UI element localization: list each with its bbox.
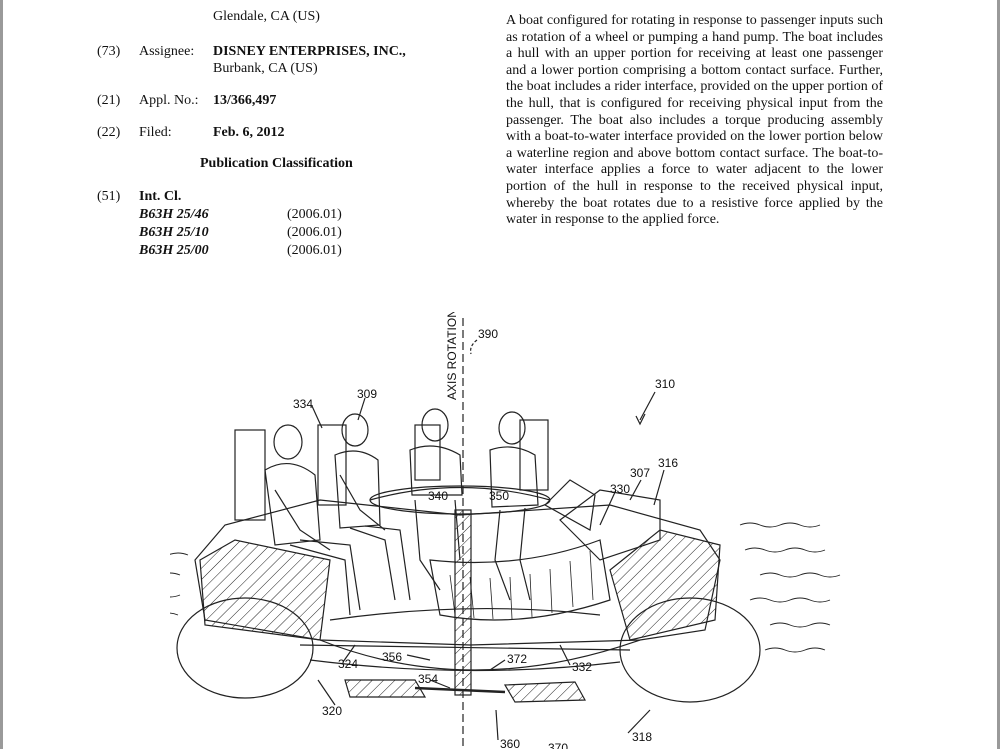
ref-320: 320	[322, 704, 342, 718]
ref-324: 324	[338, 657, 358, 671]
page-right-edge	[997, 0, 1000, 749]
ref-307: 307	[630, 466, 650, 480]
passenger-2	[334, 413, 411, 601]
filed-date: Feb. 6, 2012	[213, 125, 285, 140]
application-field: (21) Appl. No.: 13/366,497	[97, 92, 497, 110]
ref-310: 310	[655, 377, 675, 391]
filed-label: Filed:	[139, 125, 172, 140]
application-number: 13/366,497	[213, 93, 277, 108]
int-cl-field: (51) Int. Cl. B63H 25/46 (2006.01) B63H …	[97, 188, 497, 263]
ref-309: 309	[357, 387, 377, 401]
seat-back-1	[234, 429, 266, 521]
right-paddle	[503, 681, 587, 703]
inventor-location-line: Glendale, CA (US)	[213, 8, 320, 25]
left-hatched-block	[199, 539, 331, 641]
int-cl-code: (51)	[97, 189, 121, 204]
ref-340: 340	[428, 489, 448, 503]
ref-332: 332	[572, 660, 592, 674]
ref-370: 370	[548, 741, 568, 749]
axis-rotation-label: AXIS ROTATION	[445, 312, 459, 400]
seat-back-4	[519, 419, 549, 491]
int-cl-row: B63H 25/10 (2006.01)	[139, 224, 399, 242]
left-paddle	[344, 679, 427, 698]
ref-330: 330	[610, 482, 630, 496]
int-cl-row: B63H 25/46 (2006.01)	[139, 206, 399, 224]
int-cl-label: Int. Cl.	[139, 189, 182, 204]
assignee-code: (73)	[97, 44, 121, 59]
page-left-edge	[0, 0, 3, 749]
filed-code: (22)	[97, 125, 121, 140]
assignee-name: DISNEY ENTERPRISES, INC.,	[213, 44, 406, 59]
seat-back-2	[317, 424, 347, 506]
application-label: Appl. No.:	[139, 93, 199, 108]
ref-350: 350	[489, 489, 509, 503]
int-cl-year: (2006.01)	[287, 243, 342, 258]
right-seat	[559, 489, 661, 561]
ref-372: 372	[507, 652, 527, 666]
int-cl-class: B63H 25/00	[139, 243, 209, 258]
passenger-1	[264, 424, 361, 616]
water-ripples	[170, 522, 841, 653]
assignee-label: Assignee:	[139, 44, 195, 59]
ref-316: 316	[658, 456, 678, 470]
ref-356: 356	[382, 650, 402, 664]
assignee-field: (73) Assignee: DISNEY ENTERPRISES, INC.,…	[97, 43, 497, 79]
assignee-location: Burbank, CA (US)	[213, 61, 318, 76]
patent-figure: AXIS ROTATION 390 310 334 309 316 307 33…	[170, 312, 930, 749]
ref-334: 334	[293, 397, 313, 411]
int-cl-row: B63H 25/00 (2006.01)	[139, 242, 399, 260]
inventor-location: Glendale, CA (US)	[213, 9, 320, 24]
passenger-4	[489, 411, 539, 601]
int-cl-class: B63H 25/46	[139, 207, 209, 222]
int-cl-year: (2006.01)	[287, 207, 342, 222]
ref-390: 390	[478, 327, 498, 341]
ref-318: 318	[632, 730, 652, 744]
boat-drawing: AXIS ROTATION 390 310 334 309 316 307 33…	[170, 312, 841, 749]
int-cl-class: B63H 25/10	[139, 225, 209, 240]
application-code: (21)	[97, 93, 121, 108]
abstract-text: A boat configured for rotating in respon…	[506, 13, 883, 228]
seat-back-3	[414, 424, 441, 481]
filed-field: (22) Filed: Feb. 6, 2012	[97, 124, 497, 142]
curved-bench	[429, 539, 611, 621]
ref-360: 360	[500, 737, 520, 749]
publication-classification-heading: Publication Classification	[200, 156, 353, 171]
right-hatched-block	[609, 529, 721, 641]
int-cl-year: (2006.01)	[287, 225, 342, 240]
ref-354: 354	[418, 672, 438, 686]
